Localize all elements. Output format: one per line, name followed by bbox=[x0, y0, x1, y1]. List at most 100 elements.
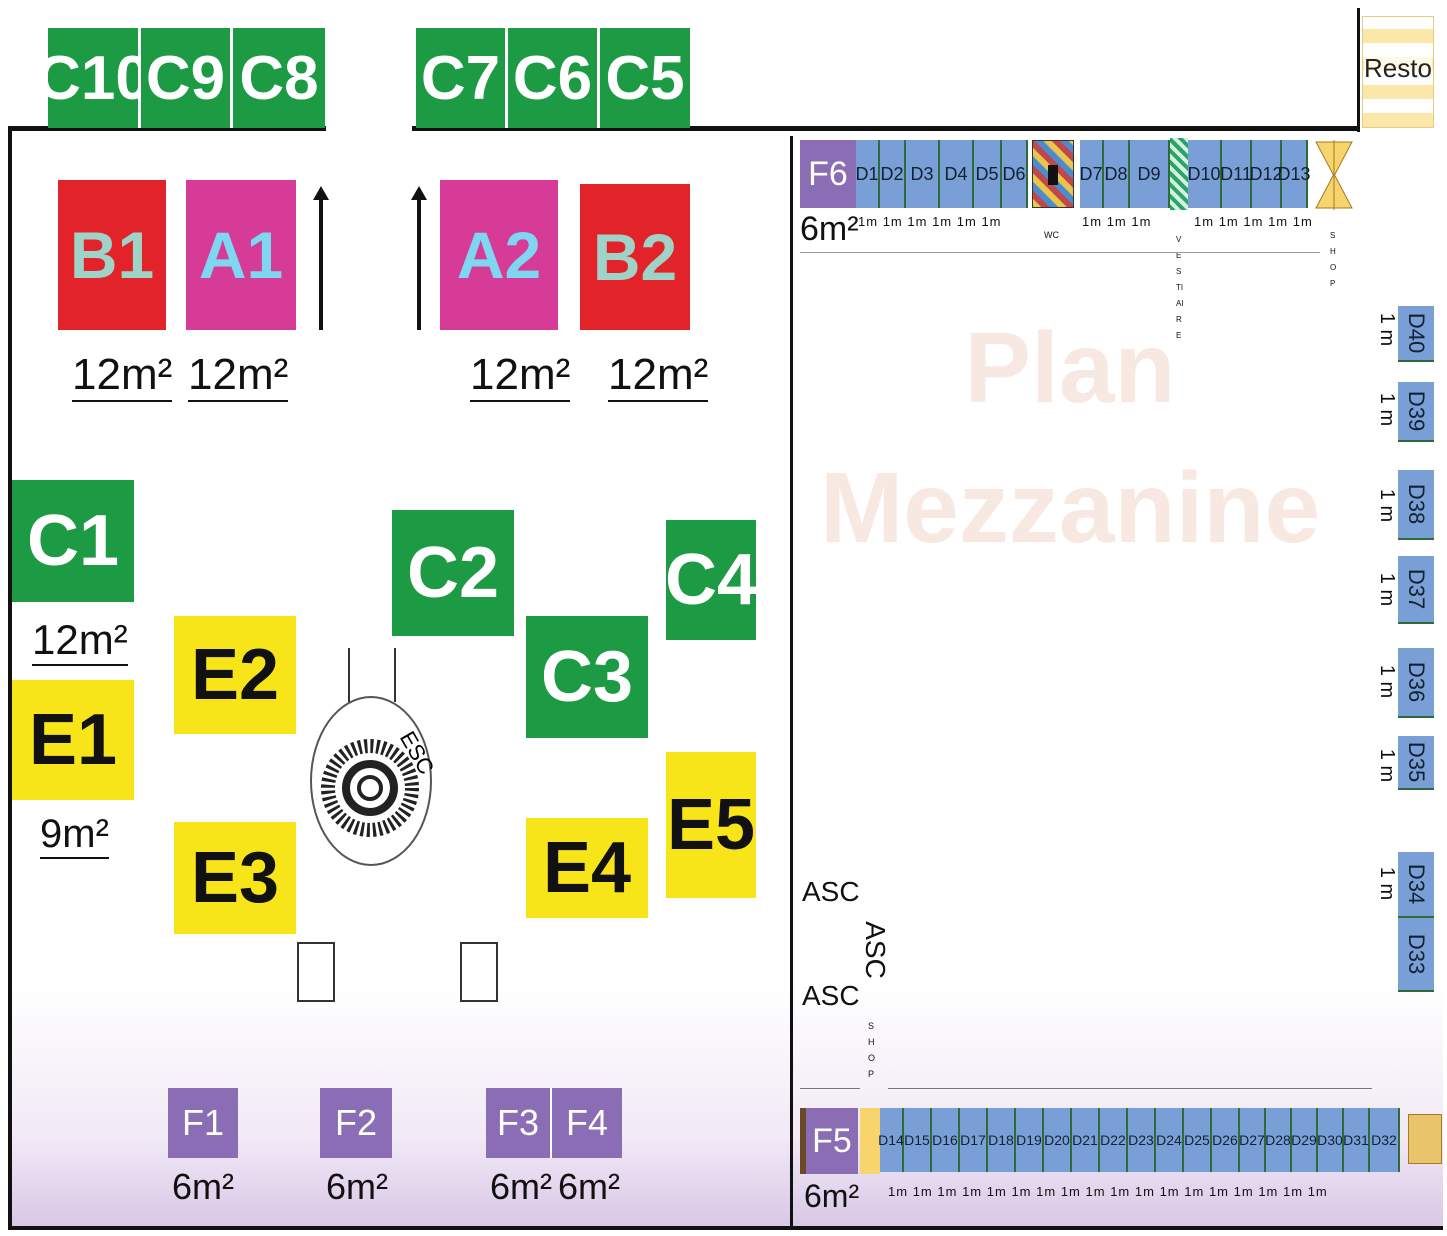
stand-d22[interactable]: D22 bbox=[1100, 1108, 1128, 1172]
stand-d15[interactable]: D15 bbox=[904, 1108, 932, 1172]
stand-e1[interactable]: E1 bbox=[12, 680, 134, 800]
stand-d37[interactable]: D37 bbox=[1398, 556, 1434, 624]
stand-d4[interactable]: D4 bbox=[940, 140, 974, 208]
stand-d35[interactable]: D35 bbox=[1398, 736, 1434, 790]
stand-d9[interactable]: D9 bbox=[1130, 140, 1170, 208]
area-f1: 6m² bbox=[172, 1166, 234, 1207]
right-column-dimension: 1 m bbox=[1376, 488, 1399, 523]
stand-d2[interactable]: D2 bbox=[880, 140, 906, 208]
resto-label: Resto bbox=[1364, 53, 1432, 84]
stand-d11[interactable]: D11 bbox=[1220, 140, 1252, 208]
stand-f1[interactable]: F1 bbox=[168, 1088, 238, 1158]
elevator-label-vertical: ASC bbox=[859, 921, 891, 979]
stand-d21[interactable]: D21 bbox=[1072, 1108, 1100, 1172]
stand-c7[interactable]: C7 bbox=[416, 28, 508, 128]
stand-d39[interactable]: D39 bbox=[1398, 382, 1434, 442]
resto-area[interactable]: Resto bbox=[1362, 16, 1434, 128]
elevator-label: ASC bbox=[802, 876, 860, 907]
stand-c5[interactable]: C5 bbox=[600, 28, 690, 128]
pillar bbox=[297, 942, 335, 1002]
bottom-row-line bbox=[800, 1088, 860, 1089]
stand-d12[interactable]: D12 bbox=[1249, 140, 1283, 208]
vestiaire-area[interactable] bbox=[1170, 138, 1188, 210]
stand-d1[interactable]: D1 bbox=[856, 140, 880, 208]
area-b2: 12m² bbox=[608, 350, 709, 402]
stand-f5[interactable]: F5 bbox=[806, 1108, 858, 1174]
area-e1: 9m² bbox=[40, 812, 109, 859]
stand-d17[interactable]: D17 bbox=[960, 1108, 988, 1172]
resto-wall bbox=[1357, 8, 1360, 132]
stand-d13[interactable]: D13 bbox=[1277, 140, 1311, 208]
stand-d36[interactable]: D36 bbox=[1398, 648, 1434, 718]
top-wall-right bbox=[412, 126, 1360, 131]
stand-d24[interactable]: D24 bbox=[1156, 1108, 1184, 1172]
entrance-arrow-icon bbox=[411, 186, 427, 330]
right-column-dimension: 1 m bbox=[1376, 392, 1399, 427]
stand-d19[interactable]: D19 bbox=[1016, 1108, 1044, 1172]
stand-b1[interactable]: B1 bbox=[58, 180, 166, 330]
wc-label: WC bbox=[1044, 230, 1059, 240]
spiral-escalator[interactable]: ESC bbox=[310, 696, 439, 866]
stand-d32[interactable]: D32 bbox=[1370, 1108, 1400, 1172]
stand-c10[interactable]: C10 bbox=[36, 28, 150, 128]
stand-d40[interactable]: D40 bbox=[1398, 306, 1434, 362]
area-b1: 12m² bbox=[72, 350, 173, 402]
stand-d8[interactable]: D8 bbox=[1104, 140, 1130, 208]
stand-b2[interactable]: B2 bbox=[580, 184, 690, 330]
stand-c6[interactable]: C6 bbox=[508, 28, 600, 128]
stand-e3[interactable]: E3 bbox=[174, 822, 296, 934]
area-f2: 6m² bbox=[326, 1166, 388, 1207]
stand-c9[interactable]: C9 bbox=[141, 28, 233, 128]
stand-d3[interactable]: D3 bbox=[906, 140, 940, 208]
f5-border bbox=[800, 1108, 806, 1174]
stand-f3[interactable]: F3 bbox=[486, 1088, 552, 1158]
stand-f4[interactable]: F4 bbox=[552, 1088, 622, 1158]
area-c1: 12m² bbox=[32, 616, 128, 666]
stand-e5[interactable]: E5 bbox=[666, 752, 756, 898]
top-wall-left bbox=[8, 126, 326, 131]
area-f6: 6m² bbox=[800, 210, 859, 248]
stand-d7[interactable]: D7 bbox=[1080, 140, 1104, 208]
stand-d30[interactable]: D30 bbox=[1317, 1108, 1344, 1172]
pillar bbox=[460, 942, 498, 1002]
bottom-row-line bbox=[888, 1088, 1372, 1089]
stand-c2[interactable]: C2 bbox=[392, 510, 514, 636]
stand-d38[interactable]: D38 bbox=[1398, 470, 1434, 540]
stand-d34[interactable]: D34 bbox=[1398, 852, 1434, 918]
stand-d29[interactable]: D29 bbox=[1291, 1108, 1318, 1172]
stand-d16[interactable]: D16 bbox=[932, 1108, 960, 1172]
stand-f6[interactable]: F6 bbox=[800, 140, 856, 208]
stand-d23[interactable]: D23 bbox=[1128, 1108, 1156, 1172]
stand-d20[interactable]: D20 bbox=[1044, 1108, 1072, 1172]
stand-f2[interactable]: F2 bbox=[320, 1088, 392, 1158]
plan-title: Plan Mezzanine bbox=[820, 318, 1320, 558]
stand-c8[interactable]: C8 bbox=[233, 28, 325, 128]
stand-a2[interactable]: A2 bbox=[440, 180, 558, 330]
stand-d26[interactable]: D26 bbox=[1212, 1108, 1240, 1172]
wc-area[interactable] bbox=[1032, 140, 1074, 208]
stand-d10[interactable]: D10 bbox=[1187, 140, 1222, 208]
stand-d18[interactable]: D18 bbox=[988, 1108, 1016, 1172]
corner-emblem-icon bbox=[1408, 1114, 1442, 1164]
stand-d25[interactable]: D25 bbox=[1184, 1108, 1212, 1172]
stand-c1[interactable]: C1 bbox=[12, 480, 134, 602]
stand-c3[interactable]: C3 bbox=[526, 616, 648, 738]
area-a2: 12m² bbox=[470, 350, 571, 402]
area-f5: 6m² bbox=[804, 1178, 860, 1214]
stand-c4[interactable]: C4 bbox=[665, 520, 757, 640]
stand-d27[interactable]: D27 bbox=[1239, 1108, 1266, 1172]
stand-d33[interactable]: D33 bbox=[1398, 918, 1434, 992]
stand-d28[interactable]: D28 bbox=[1265, 1108, 1292, 1172]
right-column-dimension: 1 m bbox=[1376, 312, 1399, 347]
elevator-label: ASC bbox=[802, 980, 860, 1011]
stand-d6[interactable]: D6 bbox=[1002, 140, 1028, 208]
stand-d31[interactable]: D31 bbox=[1343, 1108, 1370, 1172]
shop-icon bbox=[1315, 140, 1353, 210]
stand-d5[interactable]: D5 bbox=[974, 140, 1002, 208]
plan-title-line1: Plan bbox=[964, 312, 1176, 424]
plan-title-line2: Mezzanine bbox=[820, 452, 1321, 564]
stand-e4[interactable]: E4 bbox=[526, 818, 648, 918]
stand-a1[interactable]: A1 bbox=[186, 180, 296, 330]
stand-d14[interactable]: D14 bbox=[878, 1108, 904, 1172]
stand-e2[interactable]: E2 bbox=[174, 616, 296, 734]
